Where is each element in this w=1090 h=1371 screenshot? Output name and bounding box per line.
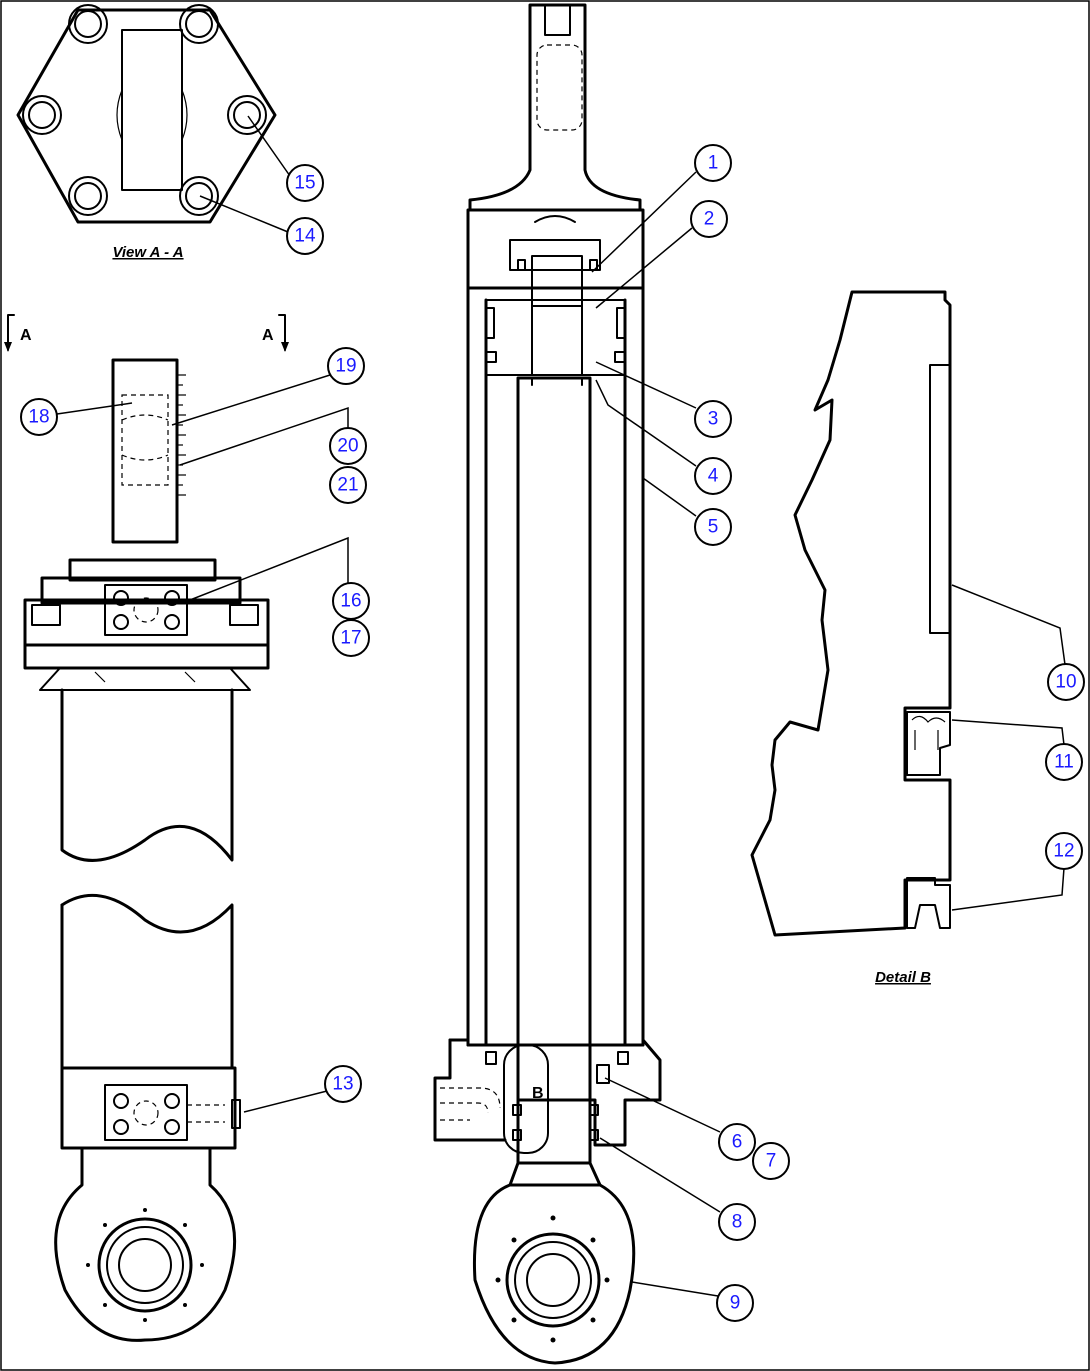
callout-label: 1 — [708, 153, 719, 174]
side-view-drawing — [23, 358, 270, 1342]
callout-label: 3 — [708, 409, 719, 430]
callout-label: 9 — [730, 1293, 741, 1314]
leader-lines — [56, 115, 1067, 1297]
callout-label: 14 — [294, 226, 316, 247]
callout-label: 20 — [337, 436, 358, 457]
callout-label: 4 — [708, 466, 719, 487]
view-aa-caption: View A - A — [112, 244, 183, 261]
section-label-right: A — [262, 327, 274, 344]
callout-4: 4 — [694, 457, 732, 495]
callout-15: 15 — [286, 164, 324, 202]
callout-20: 20 — [329, 427, 367, 465]
callout-19: 19 — [327, 347, 365, 385]
callout-label: 16 — [340, 591, 361, 612]
callout-7: 7 — [752, 1142, 790, 1180]
callout-17: 17 — [332, 619, 370, 657]
callout-13: 13 — [324, 1065, 362, 1103]
callout-label: 7 — [766, 1151, 777, 1172]
section-label-left: A — [20, 327, 32, 344]
callout-label: 15 — [294, 173, 315, 194]
callout-12: 12 — [1045, 832, 1083, 870]
callout-label: 13 — [332, 1074, 353, 1095]
view-aa-drawing — [16, 4, 277, 224]
detail-b-drawing — [750, 290, 952, 937]
cylinder-section-drawing: B — [433, 3, 662, 1365]
detail-b-caption: Detail B — [875, 969, 931, 986]
section-marker-right: A — [262, 314, 289, 352]
callout-8: 8 — [718, 1203, 756, 1241]
callout-label: 21 — [337, 475, 358, 496]
section-marker-left: A — [4, 314, 32, 352]
callout-2: 2 — [690, 200, 728, 238]
callout-label: 10 — [1055, 672, 1076, 693]
callout-3: 3 — [694, 400, 732, 438]
callout-10: 10 — [1047, 663, 1085, 701]
callout-label: 5 — [708, 517, 719, 538]
callout-1: 1 — [694, 144, 732, 182]
detail-marker-b: B — [532, 1085, 544, 1102]
callout-5: 5 — [694, 508, 732, 546]
callout-18: 18 — [20, 398, 58, 436]
callout-label: 11 — [1054, 752, 1074, 773]
callout-14: 14 — [286, 217, 324, 255]
callout-label: 19 — [335, 356, 356, 377]
callout-label: 6 — [732, 1132, 743, 1153]
callout-label: 17 — [340, 628, 361, 649]
callout-6: 6 — [718, 1123, 756, 1161]
callout-label: 12 — [1053, 841, 1074, 862]
callout-label: 2 — [704, 209, 715, 230]
callout-label: 8 — [732, 1212, 743, 1233]
callout-label: 18 — [28, 407, 49, 428]
callout-9: 9 — [716, 1284, 754, 1322]
callout-21: 21 — [329, 466, 367, 504]
callout-11: 11 — [1045, 743, 1083, 781]
callout-16: 16 — [332, 582, 370, 620]
